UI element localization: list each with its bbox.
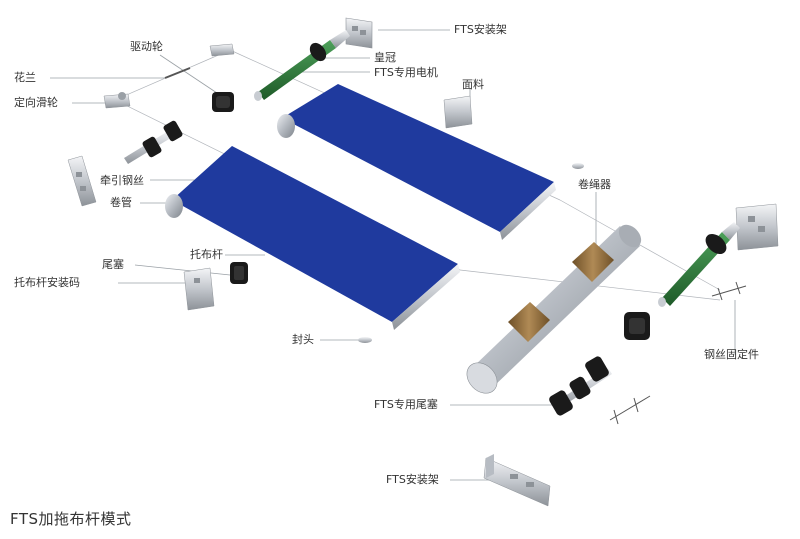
fabric-lower-shape (165, 146, 460, 330)
label-wire: 牵引钢丝 (100, 174, 144, 187)
left-shaft-shape (124, 120, 183, 164)
pulley-parts (103, 43, 235, 109)
leader-lines (50, 29, 736, 481)
fts-bracket-right-shape (735, 203, 779, 251)
tow-bar-bracket-shape (183, 267, 215, 311)
fts-bracket-bottom-shape (483, 454, 551, 507)
roll-tube-shape (466, 224, 642, 394)
rope-winder-shapes (508, 242, 614, 342)
label-pulley: 定向滑轮 (14, 96, 58, 109)
fts-bracket-top-shape (345, 17, 373, 49)
bottom-shaft-shape (549, 356, 612, 416)
label-tow-bar-bracket: 托布杆安装码 (14, 276, 80, 289)
left-bracket-shape (67, 155, 97, 207)
label-fts-bracket-bottom: FTS安装架 (386, 473, 439, 486)
fts-motor-top-shape (254, 30, 350, 101)
tail-plug-shape (230, 262, 248, 284)
wire-fixer-shapes (609, 281, 747, 425)
label-flange: 花兰 (14, 71, 36, 84)
label-drive-wheel: 驱动轮 (130, 40, 163, 53)
label-fts-tail-plug: FTS专用尾塞 (374, 398, 438, 411)
label-fts-motor: FTS专用电机 (374, 66, 438, 79)
label-crown: 皇冠 (374, 51, 396, 64)
label-roll-tube: 卷管 (110, 196, 132, 209)
label-rope-winder: 卷绳器 (578, 178, 611, 191)
fabric-side-bracket-shape (443, 95, 473, 129)
diagram-caption: FTS加拖布杆模式 (10, 510, 132, 528)
label-wire-fixer: 钢丝固定件 (704, 348, 759, 361)
drive-wheel-shape (212, 92, 234, 112)
label-tow-bar: 托布杆 (190, 248, 223, 261)
label-fts-bracket-top: FTS安装架 (454, 23, 507, 36)
right-plug-shape (624, 312, 650, 340)
label-tail-plug: 尾塞 (102, 258, 124, 271)
label-fabric: 面料 (462, 78, 484, 91)
label-end-cap: 封头 (292, 333, 314, 346)
fts-motor-right-shape (658, 222, 740, 307)
end-cap-shapes (358, 163, 584, 343)
fabric-upper-shape (277, 84, 556, 240)
